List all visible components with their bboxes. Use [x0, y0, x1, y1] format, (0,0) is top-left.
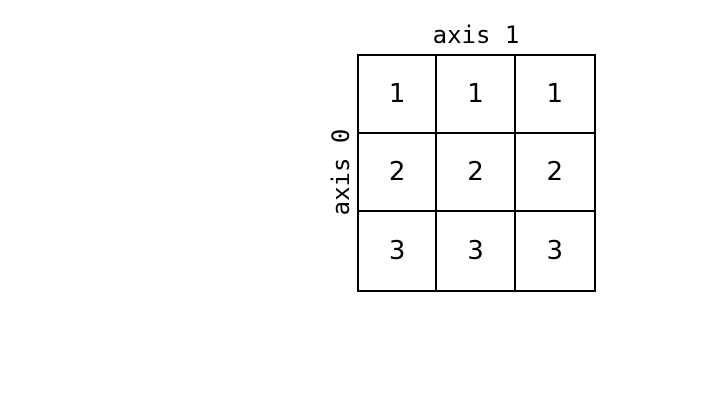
axis-0-label: axis 0 — [327, 128, 355, 216]
grid-cell-r0-c1: 1 — [437, 56, 516, 134]
grid-cell-r1-c2: 2 — [515, 134, 594, 212]
grid-cell-r2-c1: 3 — [437, 212, 516, 290]
axis-1-label: axis 1 — [432, 21, 520, 49]
grid-cell-r2-c2: 3 — [546, 236, 564, 266]
array-grid: 1 1 1 2 2 2 3 3 3 — [357, 54, 596, 292]
grid-cell-r1-c1: 2 — [437, 134, 516, 212]
grid-cell-r0-c0: 1 — [359, 56, 438, 134]
grid-cell-r2-c0: 3 — [359, 212, 438, 290]
grid-cell-r1-c0: 2 — [359, 134, 438, 212]
grid-cell-r0-c2: 1 — [515, 56, 594, 134]
